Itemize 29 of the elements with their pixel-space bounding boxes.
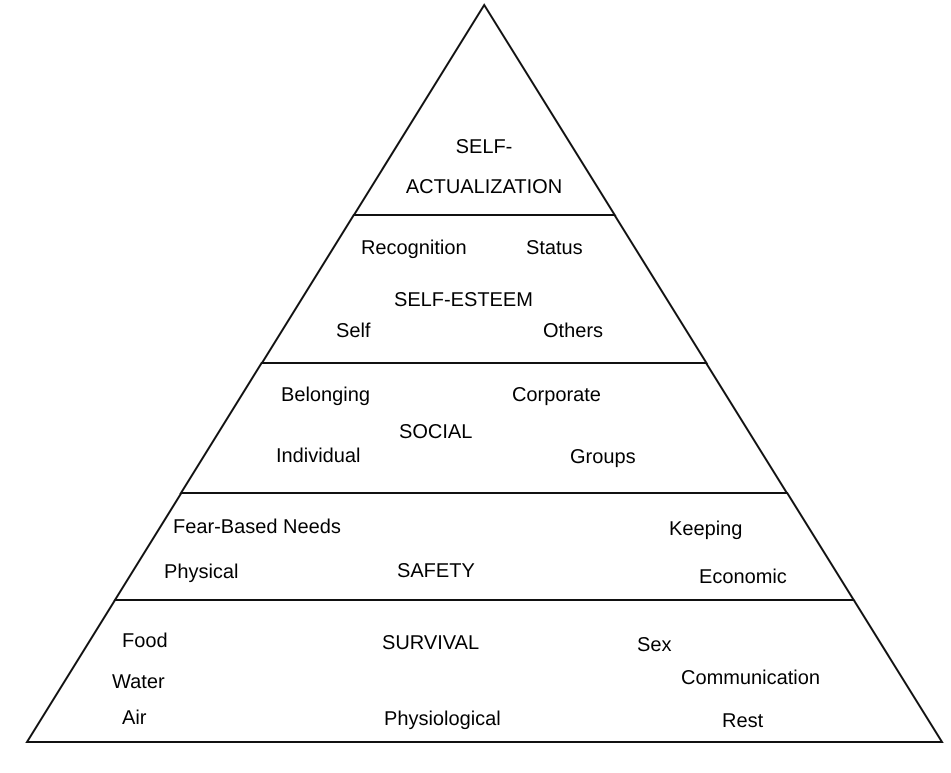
need-label: SAFETY (396, 559, 475, 583)
need-label: Rest (722, 709, 764, 733)
need-label: Keeping (668, 517, 742, 541)
pyramid-band (181, 363, 788, 493)
need-label: Air (122, 706, 146, 730)
pyramid-apex (354, 5, 614, 215)
need-label: Belonging (280, 383, 370, 407)
need-label: SELF-ESTEEM (394, 288, 533, 312)
need-label: Fear-Based Needs (172, 515, 341, 539)
need-label: Status (526, 236, 583, 260)
need-label: SURVIVAL (382, 631, 480, 655)
pyramid-band (27, 600, 942, 742)
pyramid-band (115, 493, 854, 600)
need-label: Food (122, 629, 168, 653)
need-label: Physiological (384, 707, 501, 731)
need-label: Individual (276, 444, 360, 468)
need-label: Water (112, 670, 165, 694)
need-label: Recognition (360, 236, 467, 260)
pyramid-band (262, 215, 706, 363)
need-label: Groups (570, 445, 636, 469)
need-label: Physical (164, 560, 238, 584)
level-title: SELF- ACTUALIZATION (404, 135, 564, 200)
need-label: Communication (681, 666, 820, 690)
need-label: Others (542, 319, 604, 343)
need-label: Self (336, 319, 370, 343)
need-label: Sex (637, 633, 672, 657)
need-label: SOCIAL (398, 420, 472, 444)
need-label: Economic (698, 565, 787, 589)
need-label: Corporate (512, 383, 601, 407)
